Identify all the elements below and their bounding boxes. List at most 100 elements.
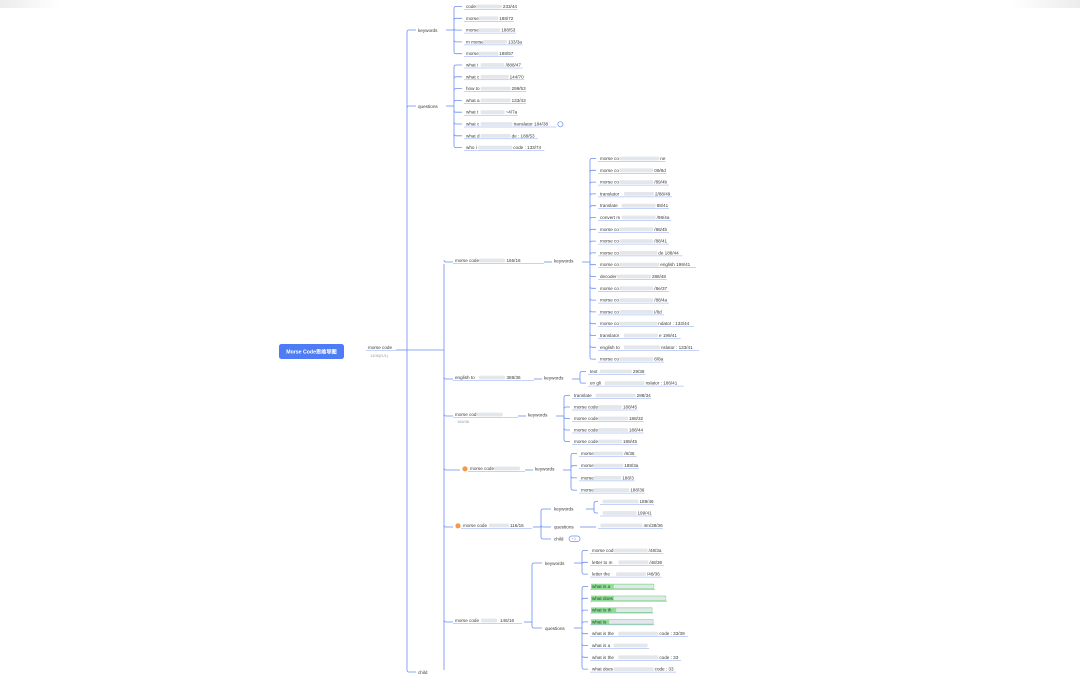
- branch-keywords-top-label[interactable]: keywords: [418, 28, 438, 33]
- branch-morse-code-6-q-leaf-4-text[interactable]: what is the: [592, 631, 614, 636]
- branch-morse-code-6-q-leaf-6-text[interactable]: what is the: [592, 655, 614, 660]
- branch-questions-top-leaf-5-text[interactable]: what c: [466, 122, 480, 127]
- branch-questions-top-leaf-0-text[interactable]: what i: [466, 63, 478, 68]
- branch-keywords-top-leaf-0-text[interactable]: code: [466, 4, 476, 9]
- branch-morse-code-4-label[interactable]: morse code: [470, 466, 494, 471]
- branch-morse-code-6-q-leaf-4-value: code : 33/39: [659, 631, 685, 636]
- branch-morse-code-4-kw-leaf-1-text[interactable]: morse: [581, 463, 594, 468]
- branch-translator-kw-leaf-3-text[interactable]: translator: [600, 191, 620, 196]
- branch-questions-top-leaf-2-text[interactable]: how to: [466, 86, 480, 91]
- branch-questions-top-leaf-7-redacted: [478, 145, 513, 150]
- branch-morse-code-6-kw-label[interactable]: keywords: [545, 561, 565, 566]
- branch-morse-code-4-kw-leaf-2-text[interactable]: morse: [581, 475, 594, 480]
- branch-translator-kw-edge-tick-11: [589, 286, 596, 289]
- branch-morse-code-6-q-leaf-1-text[interactable]: what does: [592, 596, 614, 601]
- branch-morse-code-3-kw-leaf-1-text[interactable]: morse code: [574, 405, 598, 410]
- branch-morse-code-6-edge-tick-1: [531, 625, 542, 629]
- branch-translator-kw-leaf-14-text[interactable]: morse co: [600, 321, 619, 326]
- branch-morse-code-3-kw-leaf-0-text[interactable]: translate: [574, 393, 592, 398]
- branch-morse-code-3-kw-leaf-3-text[interactable]: morse code: [574, 428, 598, 433]
- root-node[interactable]: [279, 344, 344, 359]
- branch-morse-code-5-label[interactable]: morse code: [463, 523, 487, 528]
- branch-translator-kw-leaf-9-text[interactable]: morse co: [600, 262, 619, 267]
- branch-translator-kw-leaf-16-text[interactable]: english to: [600, 345, 620, 350]
- branch-english-to-kw-leaf-1-text[interactable]: en gli: [590, 381, 601, 386]
- branch-questions-top-leaf-4-text[interactable]: what t: [466, 110, 479, 115]
- branch-questions-top-leaf-6-text[interactable]: what d: [466, 133, 480, 138]
- branch-morse-code-3-kw-leaf-2-text[interactable]: morse code: [574, 416, 598, 421]
- branch-morse-code-4-kw-leaf-0-text[interactable]: morse: [581, 451, 594, 456]
- branch-keywords-top-leaf-1-redacted: [478, 16, 499, 21]
- branch-translator-kw-leaf-5-text[interactable]: convert m: [600, 215, 620, 220]
- branch-morse-code-6-q-leaf-0-text[interactable]: what is a: [592, 584, 611, 589]
- branch-translator-kw-leaf-13-text[interactable]: morse co: [600, 309, 619, 314]
- branch-translator-kw-edge-tick-3: [589, 193, 596, 196]
- branch-translator-kw-leaf-0-text[interactable]: morse co: [600, 156, 619, 161]
- branch-morse-code-3-kw-label[interactable]: keywords: [528, 413, 548, 418]
- branch-questions-top-leaf-1-text[interactable]: what c: [466, 74, 480, 79]
- branch-questions-top-leaf-7-value: code : 133/74: [513, 145, 541, 150]
- branch-translator-kw-leaf-4-text[interactable]: translate: [600, 203, 618, 208]
- branch-morse-code-5-child-badge[interactable]: [568, 535, 581, 542]
- branch-translator-kw-leaf-12-text[interactable]: morse co: [600, 298, 619, 303]
- branch-keywords-top-leaf-4-value: 188/57: [499, 51, 513, 56]
- branch-keywords-top-leaf-1-text[interactable]: morse: [466, 16, 479, 21]
- branch-translator-kw-leaf-17-text[interactable]: morse co: [600, 357, 619, 362]
- branch-english-to-kw-leaf-0-text[interactable]: text: [590, 369, 598, 374]
- branch-morse-code-6-kw-leaf-2-text[interactable]: letter the: [592, 572, 610, 577]
- branch-morse-code-5-edge-tick-2: [540, 536, 551, 540]
- branch-morse-code-4-kw-leaf-1-redacted: [593, 463, 624, 468]
- branch-questions-top-leaf-7-text[interactable]: who i: [466, 145, 477, 150]
- branch-morse-code-5-child-label[interactable]: child: [554, 537, 564, 542]
- branch-morse-code-4-kw-leaf-0-value: /8/36: [624, 451, 635, 456]
- branch-morse-code-6-label[interactable]: morse code: [455, 618, 479, 623]
- branch-morse-code-3-kw-leaf-1-redacted: [598, 405, 622, 409]
- branch-morse-code-5-q-label[interactable]: questions: [554, 525, 574, 530]
- branch-morse-code-3-kw-leaf-4-text[interactable]: morse code: [574, 439, 598, 444]
- branch-translator-kw-leaf-11-text[interactable]: morse co: [600, 286, 619, 291]
- branch-keywords-top-leaf-2-text[interactable]: morse: [466, 28, 479, 33]
- level1-node-label[interactable]: morse code: [368, 345, 392, 350]
- branch-translator-kw-label[interactable]: keywords: [554, 259, 574, 264]
- branch-morse-code-3-kw-leaf-0-value: 288/34: [637, 393, 651, 398]
- branch-morse-code-6-q-label[interactable]: questions: [545, 626, 565, 631]
- branch-morse-code-5-q-leaf-0-redacted: [600, 523, 643, 528]
- branch-translator-kw-leaf-2-text[interactable]: morse co: [600, 180, 619, 185]
- branch-english-to-label[interactable]: english to: [455, 375, 475, 380]
- branch-translator-kw-leaf-1-text[interactable]: morse co: [600, 168, 619, 173]
- top-right-shadow: [1010, 0, 1080, 8]
- branch-morse-code-4-kw-leaf-3-text[interactable]: morse: [581, 488, 594, 493]
- branch-questions-top-leaf-3-text[interactable]: what a: [466, 98, 480, 103]
- branch-morse-code-6-q-leaf-2-text[interactable]: what is th: [592, 608, 612, 613]
- branch-questions-top-leaf-5-expand-icon[interactable]: [557, 121, 564, 128]
- branch-keywords-top-leaf-4-text[interactable]: morse: [466, 51, 479, 56]
- branch-morse-code-4-kw-label[interactable]: keywords: [535, 467, 555, 472]
- branch-translator-kw-leaf-6-text[interactable]: morse co: [600, 227, 619, 232]
- branch-morse-code-3-kw-leaf-2-redacted: [598, 416, 628, 421]
- branch-child-label[interactable]: child: [418, 670, 428, 675]
- branch-morse-code-3-label[interactable]: morse cod: [455, 412, 477, 417]
- branch-translator-kw-leaf-8-text[interactable]: morse co: [600, 250, 619, 255]
- branch-morse-code-6-kw-leaf-1-text[interactable]: letter to m: [592, 560, 613, 565]
- branch-questions-top-label[interactable]: questions: [418, 104, 438, 109]
- branch-translator-kw-leaf-14-redacted: [619, 321, 658, 326]
- branch-morse-code-6-q-leaf-7-text[interactable]: what does: [592, 667, 614, 672]
- branch-morse-code-6-q-leaf-4-redacted: [618, 631, 659, 636]
- branch-translator-kw-leaf-10-text[interactable]: decoder: [600, 274, 617, 279]
- branch-translator-kw-leaf-15-text[interactable]: translator: [600, 333, 620, 338]
- branch-morse-code-6-q-edge-tick-7: [581, 667, 588, 670]
- branch-morse-code-5-kw-label[interactable]: keywords: [554, 507, 574, 512]
- branch-translator-label[interactable]: morse code: [455, 258, 479, 263]
- branch-translator-kw-leaf-12-value: /88/4a: [654, 298, 667, 303]
- branch-translator-tick: [443, 259, 453, 263]
- branch-translator-kw-leaf-7-text[interactable]: morse co: [600, 239, 619, 244]
- branch-questions-top-leaf-2-value: 299/53: [512, 86, 526, 91]
- branch-morse-code-6-q-leaf-3-text[interactable]: what is: [592, 619, 607, 624]
- branch-morse-code-6-redacted: [481, 618, 497, 623]
- branch-morse-code-6-q-leaf-5-text[interactable]: what is a: [592, 643, 611, 648]
- branch-keywords-top-leaf-3-text[interactable]: m morse: [466, 39, 484, 44]
- branch-translator-kw-leaf-2-value: /89/4b: [654, 180, 667, 185]
- branch-english-to-kw-label[interactable]: keywords: [544, 376, 564, 381]
- branch-morse-code-6-kw-leaf-0-text[interactable]: morse cod: [592, 548, 614, 553]
